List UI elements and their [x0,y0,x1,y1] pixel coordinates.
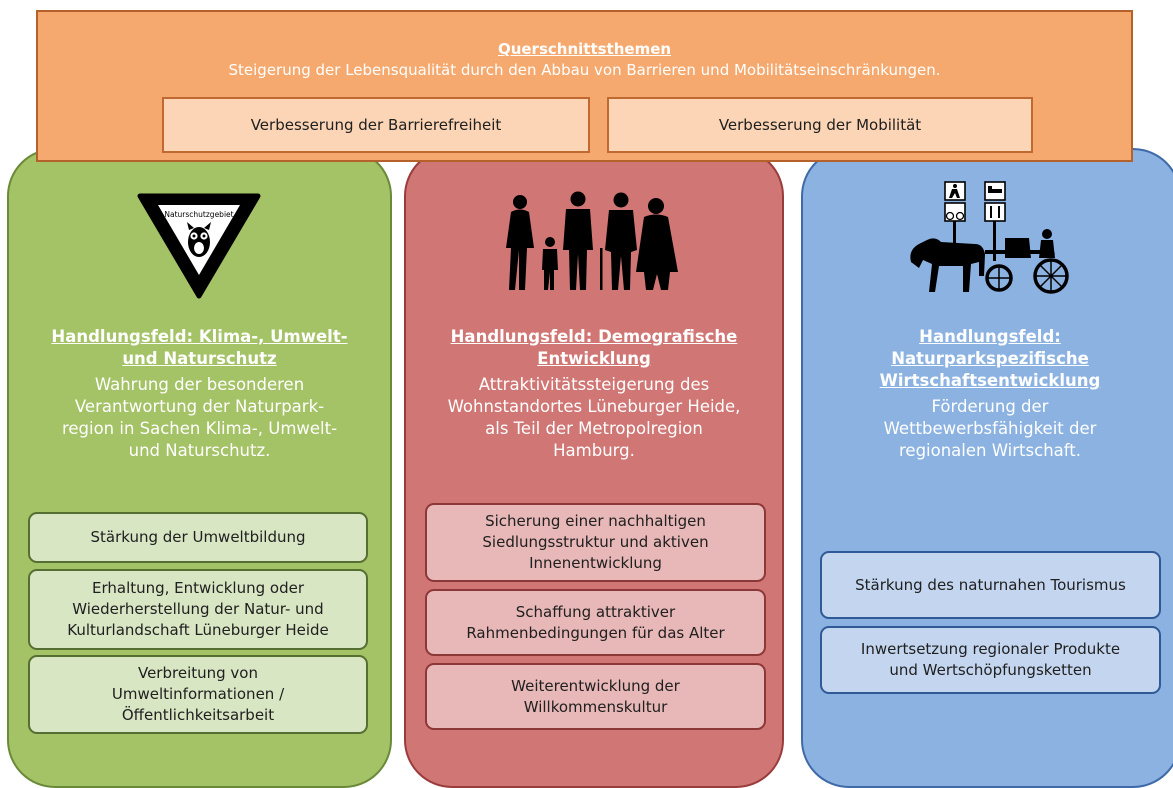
column-1-description: Wahrung der besonderen Verantwortung der… [15,374,384,462]
cross-cutting-subtitle: Steigerung der Lebensqualität durch den … [228,61,941,79]
column-3-title: Handlungsfeld: Naturparkspezifische Wirt… [805,326,1173,392]
desc-line: Attraktivitätssteigerung des [478,375,710,394]
environmental-education-box: Stärkung der Umweltbildung [28,512,368,563]
cross-cutting-title: Querschnittsthemen [497,40,672,58]
item-line: Willkommenskultur [523,697,668,716]
item-line: Siedlungsstruktur und aktiven [482,533,709,551]
item-line: Öffentlichkeitsarbeit [121,706,275,724]
item-line: Verbreitung von [137,664,258,682]
desc-line: Wettbewerbsfähigkeit der [883,419,1097,438]
regional-products-box: Inwertsetzung regionaler Produkte und We… [820,626,1161,694]
column-1-title: Handlungsfeld: Klima-, Umwelt- und Natur… [15,326,384,370]
column-2-description: Attraktivitätssteigerung des Wohnstandor… [410,374,778,462]
family-silhouette-icon [506,191,678,290]
desc-line: regionalen Wirtschaft. [899,441,1081,460]
item-line: Weiterentwicklung der [511,676,680,695]
title-line: Naturparkspezifische [891,349,1089,368]
item-line: Umweltinformationen / [111,685,285,703]
desc-line: region in Sachen Klima-, Umwelt- [61,419,338,438]
nature-tourism-box: Stärkung des naturnahen Tourismus [820,551,1161,619]
accessibility-box: Verbesserung der Barrierefreiheit [162,97,590,153]
desc-line: als Teil der Metropolregion [485,419,703,438]
column-2-title: Handlungsfeld: Demografische Entwicklung [410,326,778,370]
item-line: Stärkung der Umweltbildung [90,528,306,546]
desc-line: Wahrung der besonderen [94,375,305,394]
title-line: Handlungsfeld: Klima-, Umwelt- [51,327,348,346]
desc-line: Hamburg. [553,441,635,460]
sign-text: Naturschutzgebiet [164,210,233,219]
desc-line: Verantwortung der Naturpark- [74,397,325,416]
title-line: Handlungsfeld: Demografische [450,327,738,346]
item-line: Kulturlandschaft Lüneburger Heide [67,621,329,639]
age-conditions-box: Schaffung attraktiver Rahmenbedingungen … [425,589,766,656]
title-line: Handlungsfeld: [919,327,1061,346]
desc-line: Wohnstandortes Lüneburger Heide, [447,397,741,416]
environmental-information-box: Verbreitung von Umweltinformationen / Öf… [28,655,368,734]
item-line: Wiederherstellung der Natur- und [72,600,324,618]
item-line: Stärkung des naturnahen Tourismus [855,575,1126,594]
mobility-box: Verbesserung der Mobilität [607,97,1033,153]
title-line: Entwicklung [537,349,651,368]
item-line: Innenentwicklung [529,554,662,572]
item-line: Sicherung einer nachhaltigen [485,512,706,530]
desc-line: und Naturschutz. [128,441,271,460]
item-line: Schaffung attraktiver [515,602,676,621]
horse-carriage-icon [910,181,1069,294]
cultural-landscape-box: Erhaltung, Entwicklung oder Wiederherste… [28,569,368,650]
title-line: Wirtschaftsentwicklung [879,371,1101,390]
desc-line: Förderung der [931,397,1049,416]
item-line: und Wertschöpfungsketten [889,661,1092,679]
item-line: Rahmenbedingungen für das Alter [466,623,725,642]
title-line: und Naturschutz [122,349,277,368]
column-3-description: Förderung der Wettbewerbsfähigkeit der r… [805,396,1173,462]
welcome-culture-box: Weiterentwicklung der Willkommenskultur [425,663,766,730]
settlement-structure-box: Sicherung einer nachhaltigen Siedlungsst… [425,503,766,582]
nature-reserve-sign-icon: Naturschutzgebiet [137,193,261,299]
item-line: Inwertsetzung regionaler Produkte [860,640,1121,658]
item-line: Erhaltung, Entwicklung oder [91,579,304,597]
cross-cutting-themes-box: Querschnittsthemen Steigerung der Lebens… [36,10,1133,162]
